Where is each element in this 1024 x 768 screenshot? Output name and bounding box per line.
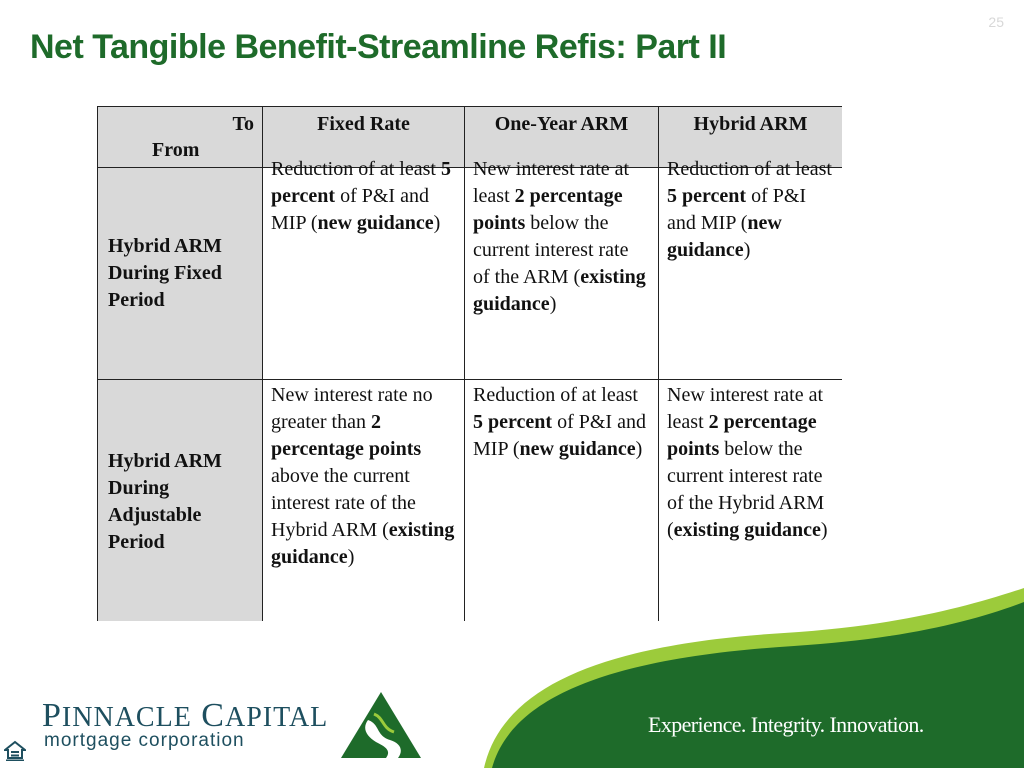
row-header-line: Period xyxy=(108,531,165,553)
row-header-line: During xyxy=(108,477,170,499)
cell-text: Reduction of at least xyxy=(667,158,832,180)
cell-text: ) xyxy=(635,438,643,460)
cell-text-bold: 5 percent xyxy=(271,158,451,207)
column-header-one-year-arm: One-Year ARM xyxy=(464,106,659,168)
cell-text-bold: existing guidance xyxy=(473,266,646,315)
cell-text: of P&I and MIP ( xyxy=(271,185,429,234)
cell-text-bold: 5 percent xyxy=(473,411,553,433)
row-header-line: Hybrid ARM xyxy=(108,450,222,472)
cell-text: ) xyxy=(743,239,751,261)
table-header-row: To From Fixed Rate One-Year ARM Hybrid A… xyxy=(97,106,842,168)
table-cell: New interest rate no greater than 2 perc… xyxy=(262,379,465,621)
cell-text: New interest rate no greater than xyxy=(271,384,433,433)
cell-text: above the current interest rate of the H… xyxy=(271,465,416,541)
cell-text-bold: existing guidance xyxy=(271,519,455,568)
corner-to-label: To xyxy=(232,113,254,135)
cell-text-bold: 2 percentage points xyxy=(473,185,623,234)
company-name-letter-p: P xyxy=(42,697,62,734)
table-cell: Reduction of at least 5 percent of P&I a… xyxy=(658,158,842,380)
cell-text: below the current interest rate of the H… xyxy=(667,438,825,541)
cell-text: of P&I and MIP ( xyxy=(473,411,646,460)
slide-title: Net Tangible Benefit-Streamline Refis: P… xyxy=(30,28,727,66)
company-name-letter-c: C xyxy=(201,697,225,734)
cell-text-bold: existing guidance xyxy=(673,519,821,541)
cell-text: Reduction of at least xyxy=(271,158,441,180)
table-cell: Reduction of at least 5 percent of P&I a… xyxy=(464,379,659,621)
cell-text-bold: new guidance xyxy=(667,212,782,261)
cell-text: New interest rate at least xyxy=(667,384,824,433)
cell-text: below the current interest rate of the A… xyxy=(473,212,629,288)
guidance-table: To From Fixed Rate One-Year ARM Hybrid A… xyxy=(97,106,842,621)
cell-text-bold: 2 percentage points xyxy=(667,411,817,460)
equal-housing-icon xyxy=(4,740,26,761)
cell-text-bold: new guidance xyxy=(317,212,434,234)
table-cell: Reduction of at least 5 percent of P&I a… xyxy=(262,158,465,380)
company-tagline: Experience. Integrity. Innovation. xyxy=(648,712,924,737)
pinnacle-triangle-icon xyxy=(341,692,421,758)
cell-text: ) xyxy=(433,212,441,234)
cell-text-bold: 2 percentage points xyxy=(271,411,422,460)
company-name-word-one: INNACLE xyxy=(61,702,192,733)
cell-text: ) xyxy=(549,293,557,315)
cell-text: ) xyxy=(347,546,355,568)
row-header-line: During Fixed xyxy=(108,262,222,284)
table-cell: New interest rate at least 2 percentage … xyxy=(658,379,842,621)
cell-text-bold: 5 percent xyxy=(667,185,747,207)
table-cell: New interest rate at least 2 percentage … xyxy=(464,158,659,380)
row-header-line: Hybrid ARM xyxy=(108,235,222,257)
company-name-word-two: APITAL xyxy=(224,702,329,733)
company-name: PINNACLE CAPITAL xyxy=(42,697,328,735)
column-header-fixed-rate: Fixed Rate xyxy=(262,106,465,168)
company-subtitle: mortgage corporation xyxy=(44,730,245,751)
cell-text: New interest rate at least xyxy=(473,158,630,207)
footer-swoosh xyxy=(484,588,1024,768)
row-header-line: Period xyxy=(108,289,165,311)
cell-text: ) xyxy=(820,519,828,541)
cell-text: of P&I and MIP ( xyxy=(667,185,807,234)
slide-number: 25 xyxy=(988,14,1004,30)
cell-text-bold: new guidance xyxy=(519,438,636,460)
cell-text: Reduction of at least xyxy=(473,384,638,406)
table-corner-header: To From xyxy=(97,106,263,168)
column-header-hybrid-arm: Hybrid ARM xyxy=(658,106,842,168)
corner-from-label: From xyxy=(152,139,200,161)
guidance-table-container: To From Fixed Rate One-Year ARM Hybrid A… xyxy=(97,106,842,621)
row-header-line: Adjustable xyxy=(108,504,202,526)
